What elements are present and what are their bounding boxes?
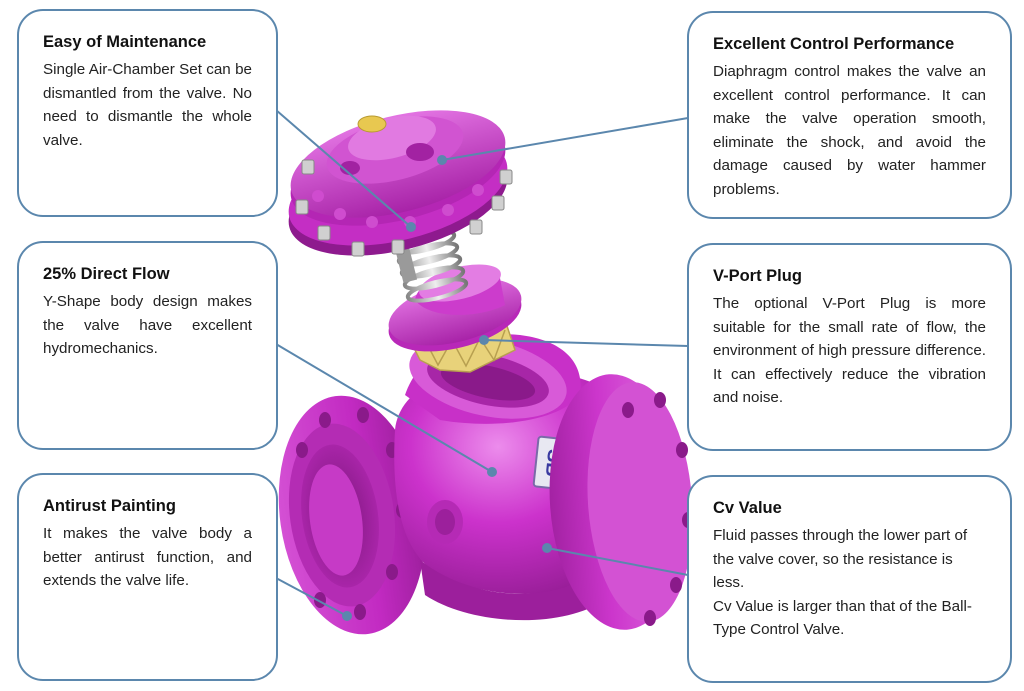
callout-title: Easy of Maintenance <box>43 33 207 51</box>
callout-antirust: Antirust Painting It makes the valve bod… <box>17 473 278 681</box>
callout-vport: V-Port Plug The optional V-Port Plug is … <box>687 243 1012 451</box>
callout-title: Excellent Control Performance <box>713 35 955 53</box>
callout-title: V-Port Plug <box>713 267 802 285</box>
callout-title: 25% Direct Flow <box>43 265 170 283</box>
callout-body: Cv Value is larger than that of the Ball… <box>713 597 972 639</box>
spring <box>393 229 469 303</box>
callout-body: Fluid passes through the lower part of t… <box>713 527 968 591</box>
callout-maintenance: Easy of Maintenance Single Air-Chamber S… <box>17 9 278 217</box>
callout-body: It makes the valve body a better antirus… <box>43 525 252 589</box>
callout-title: Cv Value <box>713 499 782 517</box>
callout-control: Excellent Control Performance Diaphragm … <box>687 11 1012 219</box>
callout-body: Y-Shape body design makes the valve have… <box>43 293 252 357</box>
diaphragm-chamber <box>288 110 513 257</box>
callout-cv: Cv Value Fluid passes through the lower … <box>687 475 1012 683</box>
callout-direct-flow: 25% Direct Flow Y-Shape body design make… <box>17 241 278 450</box>
valve-cover <box>388 264 522 352</box>
callout-body: Single Air-Chamber Set can be dismantled… <box>43 61 252 149</box>
callout-body: Diaphragm control makes the valve an exc… <box>713 63 986 198</box>
callout-title: Antirust Painting <box>43 497 176 515</box>
callout-body: The optional V-Port Plug is more suitabl… <box>713 295 986 406</box>
